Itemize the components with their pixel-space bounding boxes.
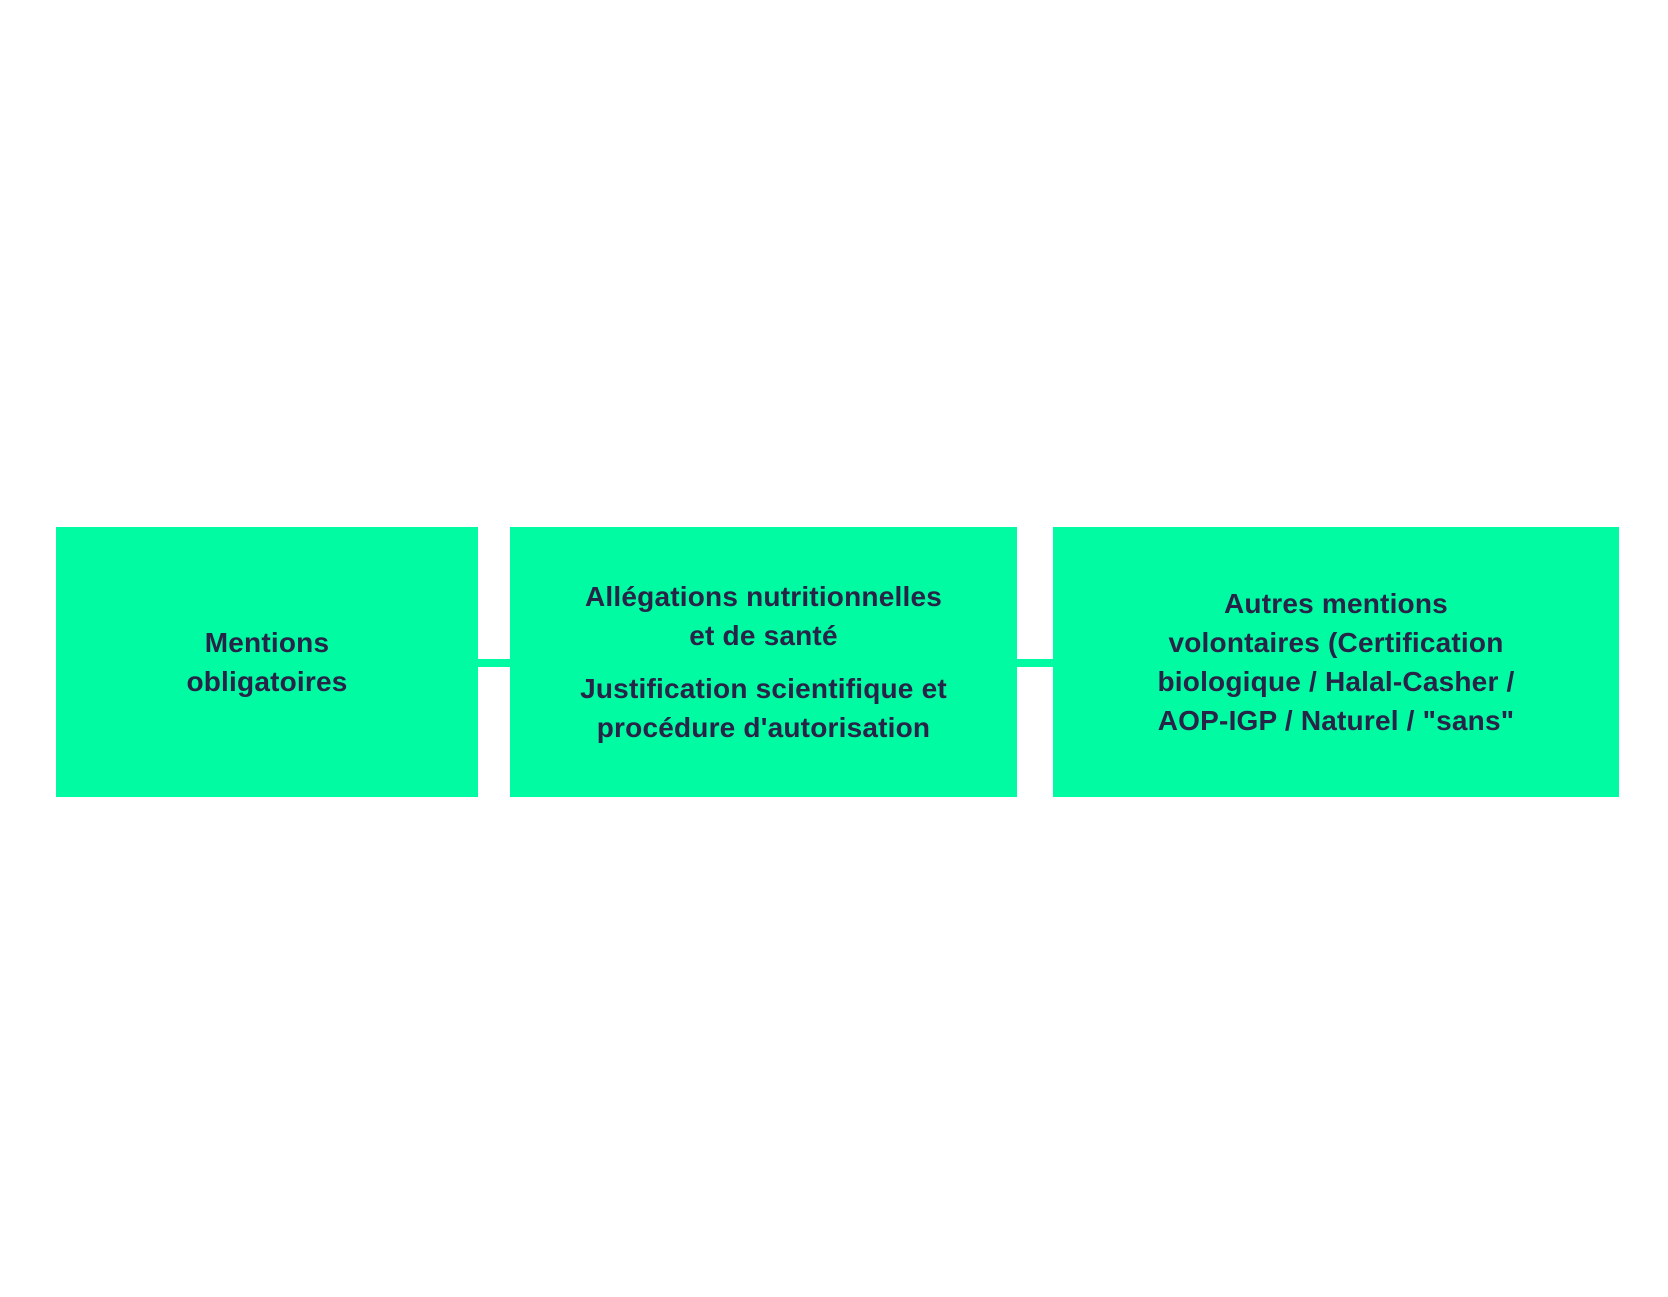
box-mentions-obligatoires-text: Mentions obligatoires [186,627,348,697]
box-autres-mentions-text: Autres mentions volontaires (Certificati… [1157,588,1515,736]
box-allegations-nutritionnelles: Allégations nutritionnelles et de santé … [510,527,1017,797]
box-autres-mentions-volontaires: Autres mentions volontaires (Certificati… [1053,527,1619,797]
box-allegations-title-text: Allégations nutritionnelles et de santé [585,581,942,651]
connector-left [478,659,510,667]
box-allegations-subtitle-text: Justification scientifique et procédure … [580,673,947,743]
box-mentions-obligatoires: Mentions obligatoires [56,527,478,797]
connector-right [1017,659,1053,667]
